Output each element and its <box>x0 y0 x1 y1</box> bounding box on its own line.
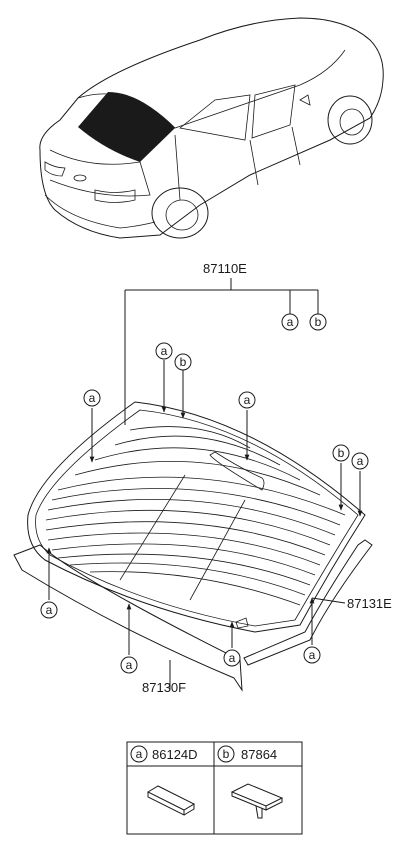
leader-87110e <box>124 278 319 425</box>
legend-b-part-number: 87864 <box>241 747 277 762</box>
callout-b-3: b <box>332 444 350 462</box>
lower-molding-part <box>13 544 243 692</box>
spacer-block-icon <box>146 785 196 816</box>
label-87131e: 87131E <box>347 596 392 611</box>
svg-text:b: b <box>180 355 187 369</box>
callout-b-1: b <box>309 313 327 331</box>
label-87130f: 87130F <box>142 680 186 695</box>
side-molding-part <box>243 539 373 666</box>
callout-arrows <box>46 360 363 690</box>
svg-text:a: a <box>287 315 294 329</box>
svg-text:b: b <box>315 315 322 329</box>
callout-a-4: a <box>238 391 256 409</box>
callout-a-9: a <box>223 649 241 667</box>
callout-b-2: b <box>174 353 192 371</box>
svg-text:b: b <box>338 446 345 460</box>
svg-text:a: a <box>244 393 251 407</box>
callout-a-3: a <box>83 389 101 407</box>
callout-a-6: a <box>40 601 58 619</box>
callout-a-7: a <box>120 656 138 674</box>
clip-icon <box>230 783 284 819</box>
callout-a-1: a <box>281 313 299 331</box>
legend-a-circle: a <box>130 745 148 763</box>
svg-text:a: a <box>136 747 143 761</box>
svg-text:a: a <box>229 651 236 665</box>
svg-text:a: a <box>357 454 364 468</box>
svg-text:a: a <box>161 344 168 358</box>
legend-a-part-number: 86124D <box>152 747 198 762</box>
legend-b-circle: b <box>217 745 235 763</box>
svg-text:a: a <box>46 603 53 617</box>
svg-text:a: a <box>126 658 133 672</box>
svg-text:b: b <box>223 747 230 761</box>
rear-glass-highlight <box>78 92 175 162</box>
rear-glass-assembly <box>27 401 366 633</box>
svg-text:a: a <box>89 391 96 405</box>
callout-a-5: a <box>351 452 369 470</box>
callout-a-2: a <box>155 342 173 360</box>
car-illustration <box>39 17 384 239</box>
svg-text:a: a <box>309 648 316 662</box>
label-87110e: 87110E <box>203 261 247 276</box>
callout-a-8: a <box>303 646 321 664</box>
legend-table: a 86124D b 87864 <box>126 741 303 835</box>
